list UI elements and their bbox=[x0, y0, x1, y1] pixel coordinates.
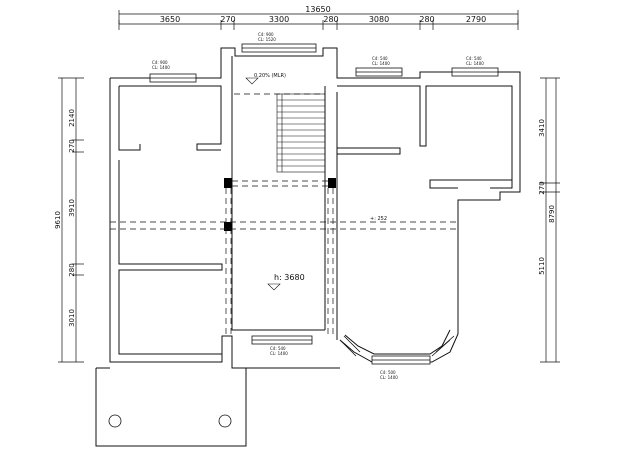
walls bbox=[95, 47, 521, 447]
left-dimension-overall: 9610 bbox=[54, 211, 62, 229]
right-dimension-segment: 5110 bbox=[538, 257, 546, 275]
right-dimension-segment: 3410 bbox=[538, 119, 546, 137]
window-label: C4: 900 bbox=[152, 60, 168, 65]
left-dimension-chain bbox=[58, 77, 84, 363]
right-dimension-chain bbox=[540, 77, 560, 363]
top-dimension-segment: 270 bbox=[220, 15, 235, 24]
height-note: h: 3680 bbox=[274, 273, 305, 282]
top-dimension-segment: 3080 bbox=[369, 15, 389, 24]
window-label: CL: 1400 bbox=[270, 351, 288, 356]
window-label: C4: 540 bbox=[466, 56, 482, 61]
window-label: CL: 1400 bbox=[466, 61, 484, 66]
window-label: CL: 1520 bbox=[258, 37, 276, 42]
beam-note: +: 252 bbox=[370, 216, 387, 222]
window-label: C4: 540 bbox=[270, 346, 286, 351]
left-dimension-segment: 270 bbox=[68, 139, 76, 152]
top-dimension-segment: 3300 bbox=[269, 15, 289, 24]
top-dimension-segment: 2790 bbox=[466, 15, 486, 24]
left-dimension-segment: 3910 bbox=[68, 199, 76, 217]
stair-note: 0.20% (MLR) bbox=[254, 73, 286, 79]
window-frames bbox=[149, 43, 499, 365]
window-label: CL: 1400 bbox=[380, 375, 398, 380]
top-dimension-segment: 3650 bbox=[160, 15, 180, 24]
planter-circle bbox=[218, 414, 232, 428]
window-label: CL: 1400 bbox=[372, 61, 390, 66]
window-label: CL: 1400 bbox=[152, 65, 170, 70]
left-dimension-segment: 3010 bbox=[68, 309, 76, 327]
staircase bbox=[276, 93, 326, 173]
window-label: C4: 900 bbox=[258, 32, 274, 37]
level-marker bbox=[245, 77, 259, 85]
top-dimension-segment: 280 bbox=[419, 15, 434, 24]
top-dimension-overall: 13650 bbox=[305, 5, 330, 14]
columns bbox=[224, 178, 336, 231]
window-label: C4: 540 bbox=[372, 56, 388, 61]
window-label: C4: 500 bbox=[380, 370, 396, 375]
left-dimension-segment: 2140 bbox=[68, 109, 76, 127]
top-dimension-chain bbox=[118, 10, 519, 30]
level-marker bbox=[267, 283, 281, 291]
left-dimension-segment: 280 bbox=[68, 263, 76, 276]
right-dimension-segment: 270 bbox=[538, 181, 546, 194]
planter-circle bbox=[108, 414, 122, 428]
top-dimension-segment: 280 bbox=[323, 15, 338, 24]
right-dimension-overall: 8790 bbox=[548, 205, 556, 223]
